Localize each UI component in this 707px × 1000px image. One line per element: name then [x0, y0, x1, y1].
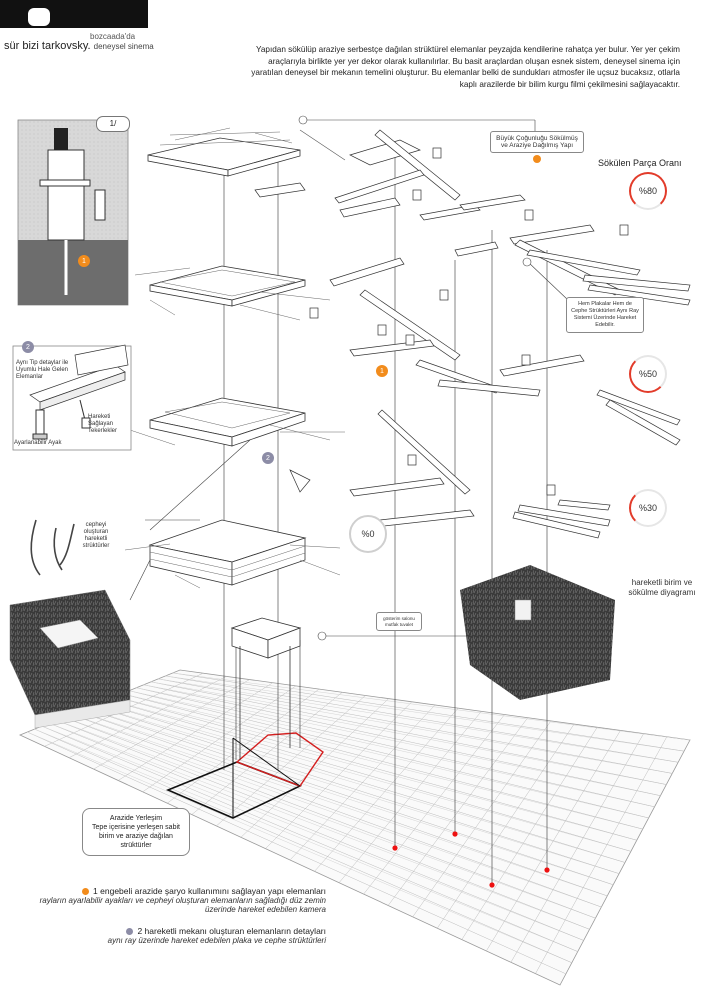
ratio-ring-0: %0: [349, 515, 387, 553]
callout-mobile-unit: hareketli birim ve sökülme diyagramı: [628, 578, 696, 597]
legend-dot-orange: [82, 888, 90, 896]
header-black-band: [0, 0, 148, 28]
badge-one-diagram: 1: [376, 365, 388, 377]
ratio-ring-50: %50: [629, 355, 667, 393]
badge-one-photo: 1: [78, 255, 90, 267]
camera-figures: [309, 147, 629, 496]
title-subtitle: deneysel sinema: [93, 42, 154, 51]
legend-item-1-text: rayların ayarlabilir ayakları ve cepheyi…: [39, 896, 326, 914]
callout-scattered-structure: Büyük Çoğunluğu Sökülmüş ve Araziye Dağı…: [490, 131, 584, 153]
legend-item-1-title: 1 engebeli arazide şaryo kullanımını sağ…: [93, 886, 326, 896]
badge-two-detail: 2: [22, 341, 34, 353]
photo-panel-1: [17, 119, 129, 306]
facade-element-sketches: [30, 519, 75, 576]
detail-label-wheels: Hareketi Sağlayan Tekerlekler: [88, 414, 118, 434]
callout-room-list: gösterim salonu mutfak tuvalet: [376, 612, 422, 631]
ratio-ring-30: %30: [629, 489, 667, 527]
ground-points: [392, 831, 550, 888]
detail-label-elements: Aynı Tip detaylar ile Uyumlu Hale Gelen …: [16, 360, 69, 380]
detail-label-leg: Ayarlanabilir Ayak: [14, 440, 62, 446]
logo-mark: [28, 8, 50, 26]
callout-rail-system: Hem Plakalar Hem de Cephe Strüktürleri A…: [566, 297, 644, 333]
title-text: sür bizi tarkovsky.: [4, 40, 91, 52]
legend-item-1: 1 engebeli arazide şaryo kullanımını sağ…: [36, 886, 326, 914]
removed-ratio-title: Sökülen Parça Oranı: [598, 158, 682, 168]
scattered-elements: [254, 129, 691, 539]
callout-facade-structures: cepheyi oluşturan hareketli strüktürler: [82, 522, 110, 549]
legend-item-2-text: aynı ray üzerinde hareket edebilen plaka…: [107, 936, 326, 945]
site-placement-box: Arazide Yerleşim Tepe içerisine yerleşen…: [82, 808, 190, 856]
legend-dot-purple: [126, 928, 134, 936]
panel-number-1: 1/: [96, 116, 130, 132]
site-outline-red: [235, 732, 324, 787]
terrain-mesh: [18, 669, 691, 986]
badge-two-diagram: 2: [262, 452, 274, 464]
detail-panel-2: [12, 344, 132, 451]
legend-item-2: 2 hareketli mekanı oluşturan elemanların…: [40, 926, 326, 945]
legend-item-2-title: 2 hareketli mekanı oluşturan elemanların…: [137, 926, 326, 936]
site-placement-title: Arazide Yerleşim: [109, 815, 163, 822]
site-placement-text: Tepe içerisine yerleşen sabit birim ve a…: [92, 824, 180, 849]
model-photo-right: [460, 565, 615, 700]
scattered-orange-dot: [533, 155, 541, 163]
model-photo-left: [9, 589, 131, 729]
place-label: bozcaada'da: [90, 32, 136, 41]
page-title: sür bizi tarkovsky. deneysel sinema: [4, 40, 154, 52]
ratio-ring-80: %80: [629, 172, 667, 210]
description-text: Yapıdan sökülüp araziye serbestçe dağıla…: [251, 45, 680, 89]
building-plates: [124, 127, 345, 760]
